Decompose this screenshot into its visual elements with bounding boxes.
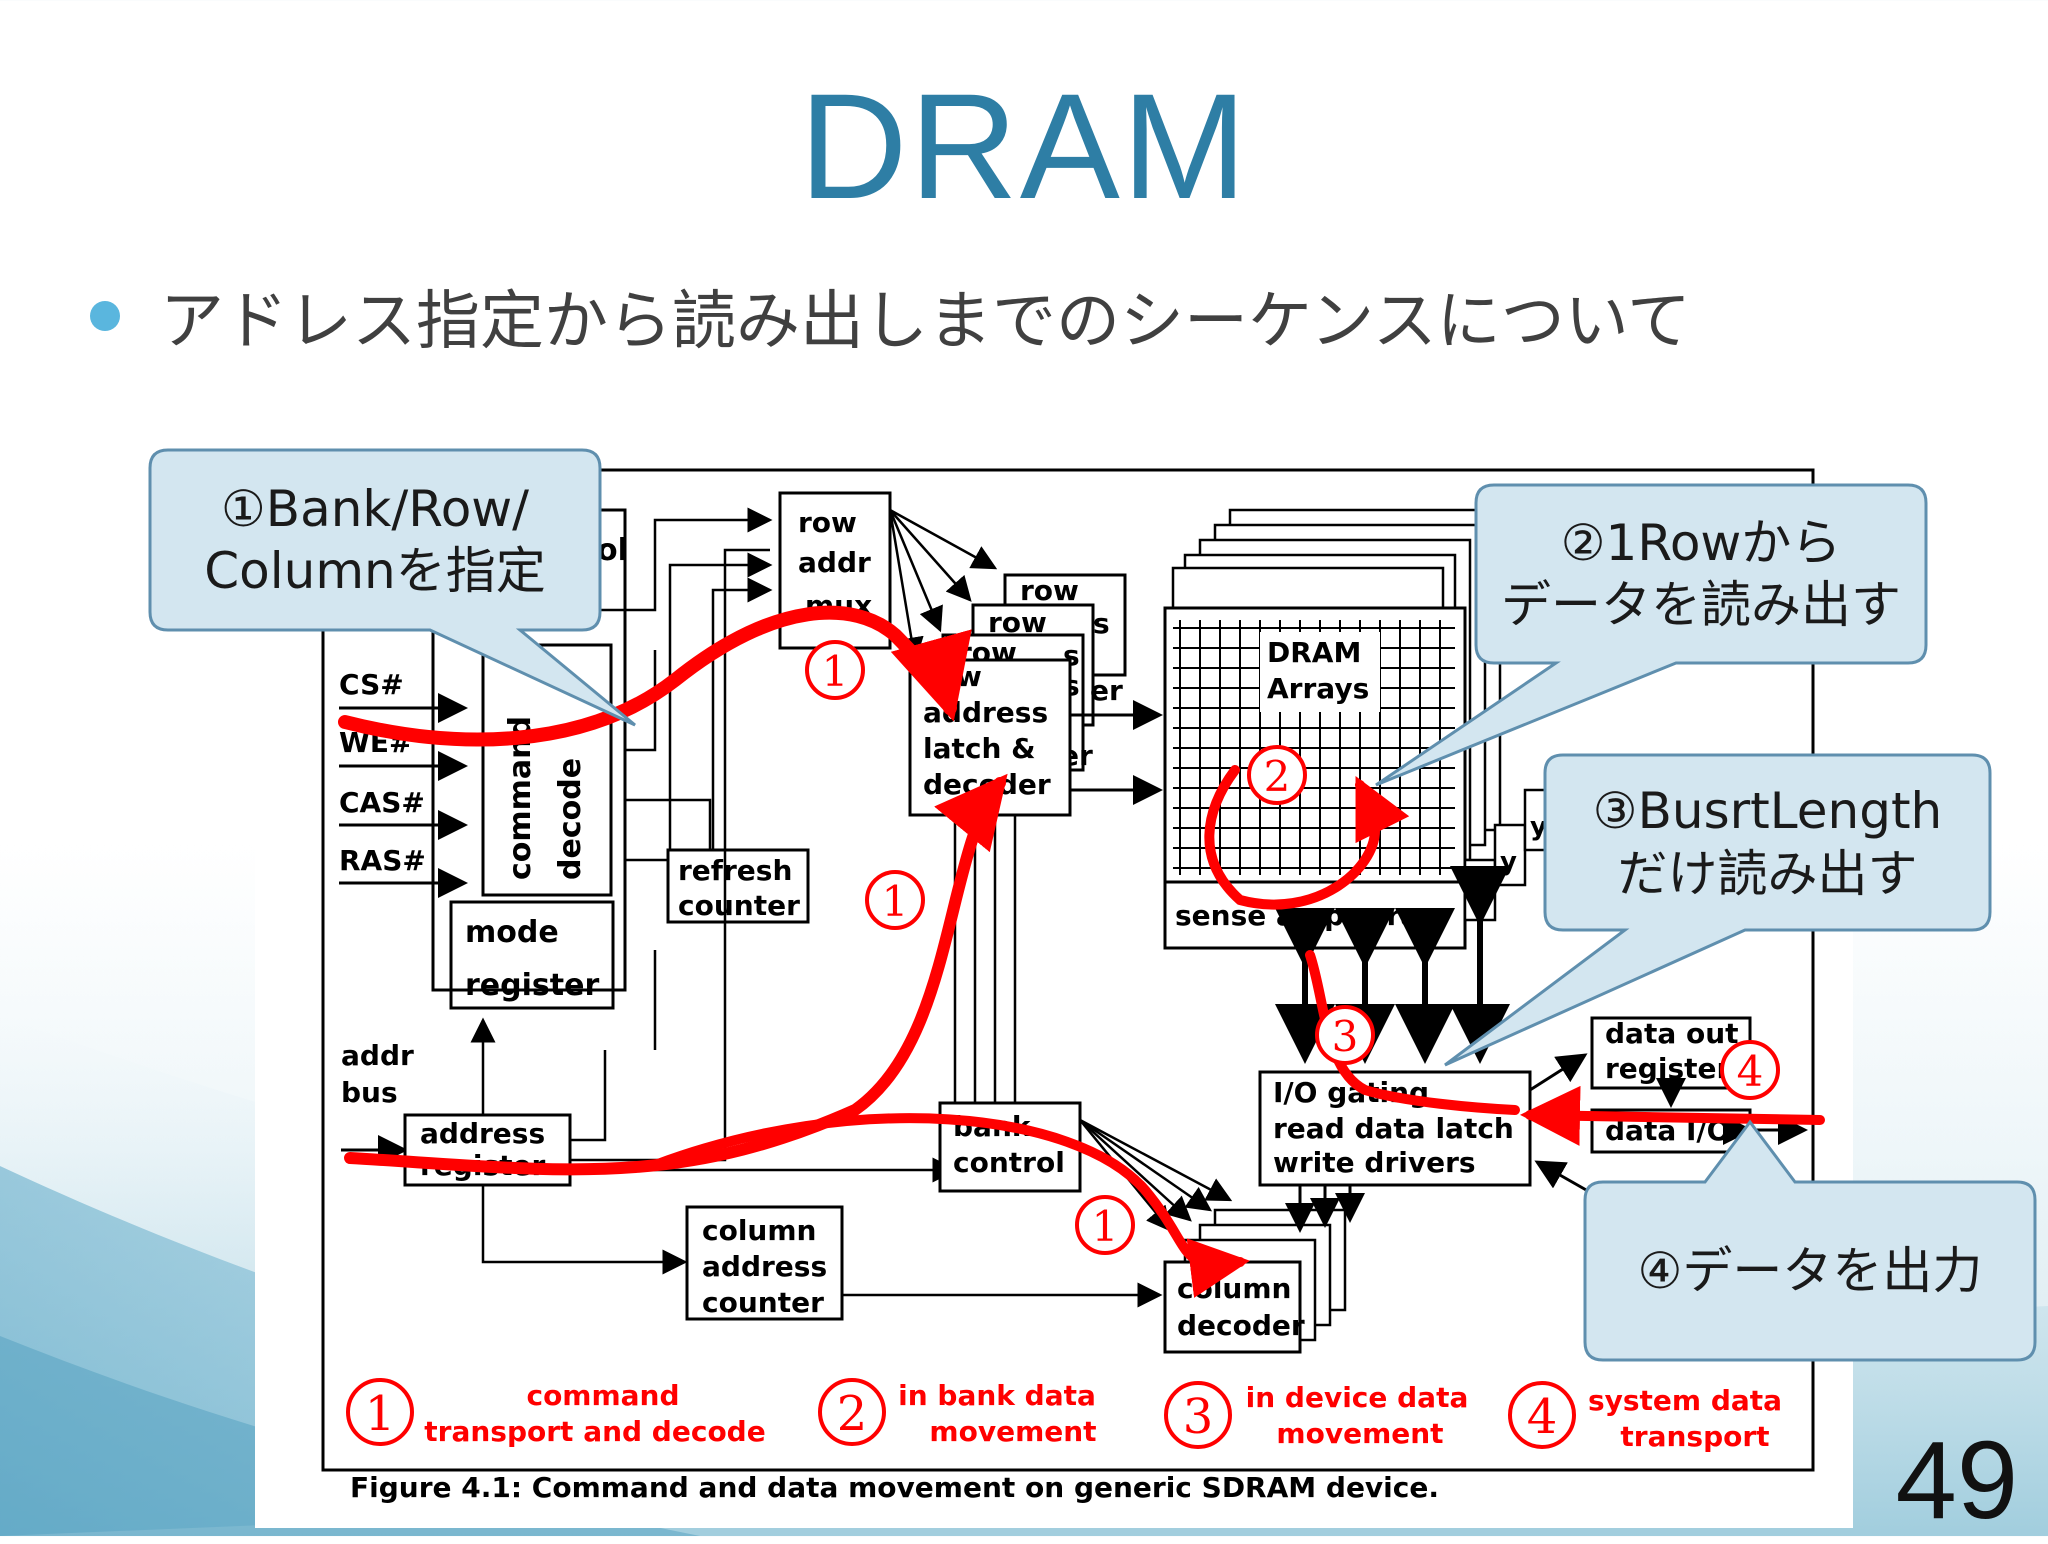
callout-step-2: ②1Rowから データを読み出す (1375, 483, 1928, 787)
callout-step-2-shape (1375, 483, 1928, 787)
bank-control-label-2: control (953, 1146, 1065, 1179)
stack-fragment-y3: y (1530, 812, 1547, 842)
refresh-counter-block (666, 848, 810, 924)
mode-register-label-1: mode (465, 915, 559, 950)
callout-step-4-text: ④データを出力 (1637, 1241, 1983, 1300)
stack-fragment-y1: y (1470, 882, 1487, 912)
refresh-counter-label-2: counter (678, 889, 800, 922)
callout-step-3-text: ③BusrtLength だけ読み出す (1592, 782, 1943, 903)
row-stack-fragment-er1: er (1090, 674, 1123, 707)
refresh-counter-label-1: refresh (678, 854, 792, 887)
mode-register-block (449, 900, 615, 1010)
io-gating-label-3: write drivers (1273, 1146, 1476, 1179)
legend-num-2: 2 (837, 1386, 868, 1442)
signal-cas: CAS# (339, 786, 425, 819)
page-number: 49 (1895, 1419, 2018, 1542)
signal-ras: RAS# (339, 844, 426, 877)
signal-cs: CS# (339, 668, 404, 701)
row-addr-mux-label-1: row (798, 506, 857, 539)
callout-step-1-text: ①Bank/Row/ Columnを指定 (204, 479, 546, 601)
bullet-dot-icon (90, 301, 120, 331)
callout-step-4: ④データを出力 (1583, 1119, 2037, 1362)
legend-num-3: 3 (1183, 1389, 1214, 1445)
io-gating-label-2: read data latch (1273, 1112, 1514, 1145)
legend-text-1a: command (526, 1379, 679, 1412)
mode-register-label-2: register (465, 968, 599, 1003)
figure-caption: Figure 4.1: Command and data movement on… (350, 1471, 1439, 1504)
legend-text-3b: movement (1276, 1417, 1443, 1450)
legend-text-2b: movement (929, 1415, 1096, 1448)
callout-step-2-text: ②1Rowから データを読み出す (1501, 513, 1901, 635)
step-marker-1a: 1 (822, 647, 849, 696)
decoder-to-array-arrows (1070, 700, 1163, 805)
addr-bus-label-2: bus (341, 1076, 398, 1109)
mux-fanout-arrows (888, 508, 998, 663)
row-stack-fragment-s1: s (1093, 607, 1110, 640)
row-latch-label-3: latch & (923, 732, 1036, 765)
step-marker-2: 2 (1264, 752, 1291, 801)
row-stack-label-1: row (1020, 574, 1079, 607)
dram-arrays-label-1: DRAM (1267, 636, 1361, 669)
data-out-label-1: data out (1605, 1017, 1739, 1050)
command-decode-label-2: decode (553, 758, 588, 880)
legend-num-1: 1 (365, 1386, 396, 1442)
control-label-fragment: ol (597, 533, 628, 568)
bullet-item: アドレス指定から読み出しまでのシーケンスについて (90, 270, 1691, 362)
bullet-text: アドレス指定から読み出しまでのシーケンスについて (160, 285, 1691, 359)
legend-num-4: 4 (1527, 1389, 1558, 1445)
stack-fragment-y2: y (1500, 847, 1517, 877)
dram-arrays-label-2: Arrays (1267, 672, 1369, 705)
column-decoder-label-1: column (1177, 1272, 1291, 1305)
step-marker-1c: 1 (1092, 1202, 1119, 1251)
signal-arrows (339, 693, 468, 898)
callout-step-1: ①Bank/Row/ Columnを指定 (148, 448, 636, 727)
address-register-label-1: address (420, 1117, 545, 1150)
legend-text-1b: transport and decode (424, 1415, 765, 1448)
callout-step-3-shape (1444, 753, 1992, 1067)
callout-step-1-shape (148, 448, 636, 727)
column-counter-label-2: address (702, 1250, 827, 1283)
column-counter-label-3: counter (702, 1286, 824, 1319)
step-marker-1b: 1 (882, 877, 909, 926)
command-decode-block (481, 643, 613, 897)
legend-text-4b: transport (1620, 1420, 1769, 1453)
legend-text-2a: in bank data (898, 1379, 1096, 1412)
slide-title: DRAM (799, 62, 1249, 230)
step-marker-4: 4 (1737, 1047, 1764, 1096)
row-addr-mux-label-2: addr (798, 546, 871, 579)
legend-text-4a: system data (1588, 1384, 1782, 1417)
step-marker-3: 3 (1332, 1012, 1359, 1061)
column-decoder-label-2: decoder (1177, 1309, 1305, 1342)
data-out-label-2: register (1605, 1052, 1730, 1085)
legend-text-3a: in device data (1246, 1381, 1469, 1414)
callout-step-3: ③BusrtLength だけ読み出す (1444, 753, 1992, 1067)
addr-bus-label-1: addr (341, 1039, 414, 1072)
column-counter-label-1: column (702, 1214, 816, 1247)
